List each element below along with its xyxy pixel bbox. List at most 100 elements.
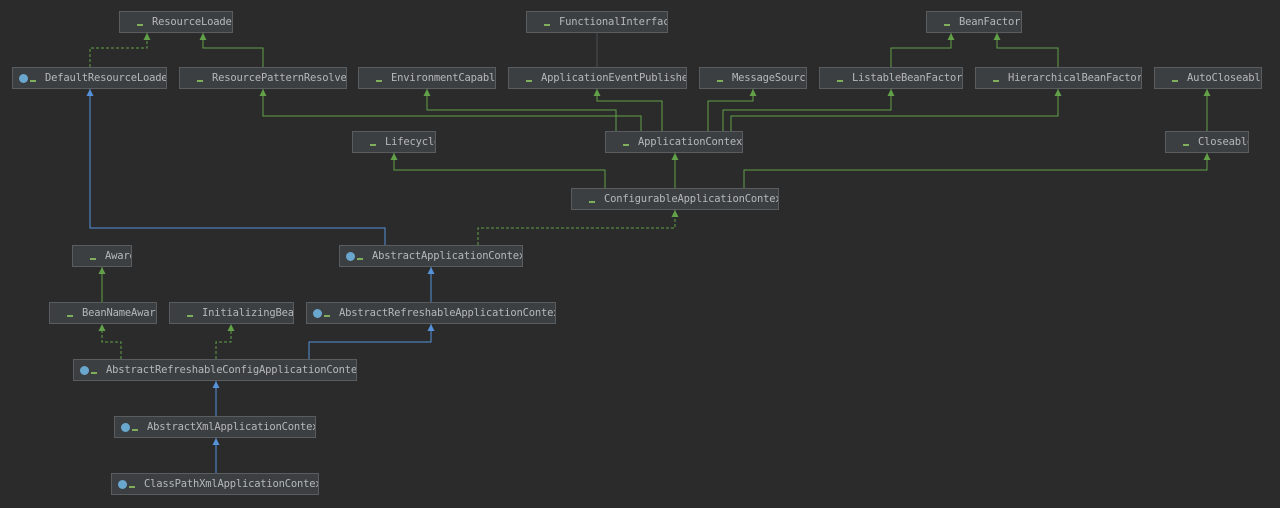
node-abstract-xml-application-context[interactable]: AbstractXmlApplicationContext: [114, 416, 316, 438]
class-icon: [80, 365, 89, 375]
node-label: AbstractRefreshableApplicationContext: [339, 307, 556, 319]
arrowhead: [671, 210, 679, 217]
edge-resource-pattern-resolver-to-resource-loader: [199, 33, 264, 67]
interface-icon: [533, 18, 542, 27]
visibility-icon: [944, 20, 950, 26]
arrowhead: [887, 89, 895, 96]
node-bean-name-aware[interactable]: BeanNameAware: [49, 302, 157, 324]
edge-application-context-to-environment-capable: [423, 89, 617, 131]
node-label: BeanNameAware: [82, 307, 157, 319]
arrowhead: [227, 324, 235, 331]
edge-configurable-application-context-to-closeable: [743, 153, 1211, 188]
interface-icon: [365, 74, 374, 83]
visibility-icon: [187, 311, 193, 317]
node-lifecycle[interactable]: Lifecycle: [352, 131, 436, 153]
node-resource-pattern-resolver[interactable]: ResourcePatternResolver: [179, 67, 347, 89]
node-listable-bean-factory[interactable]: ListableBeanFactory: [819, 67, 963, 89]
arrowhead: [212, 381, 220, 388]
node-label: Aware: [105, 250, 131, 262]
arrowhead: [427, 267, 435, 274]
interface-icon: [359, 138, 368, 147]
node-abstract-refreshable-config-application-context[interactable]: AbstractRefreshableConfigApplicationCont…: [73, 359, 357, 381]
arrowhead: [1203, 89, 1211, 96]
arrowhead: [1203, 153, 1211, 160]
node-resource-loader[interactable]: ResourceLoader: [119, 11, 233, 33]
visibility-icon: [589, 197, 595, 203]
node-label: ApplicationContext: [638, 136, 743, 148]
node-auto-closeable[interactable]: AutoCloseable: [1154, 67, 1262, 89]
interface-icon: [933, 18, 942, 27]
node-label: AutoCloseable: [1187, 72, 1262, 84]
visibility-icon: [1183, 140, 1189, 146]
node-label: DefaultResourceLoader: [45, 72, 167, 84]
interface-icon: [56, 309, 65, 318]
node-label: AbstractApplicationContext: [372, 250, 523, 262]
node-application-context[interactable]: ApplicationContext: [605, 131, 743, 153]
arrowhead: [1054, 89, 1062, 96]
arrowhead: [749, 89, 757, 96]
interface-icon: [612, 138, 621, 147]
edge-application-context-to-hierarchical-bean-factory: [730, 89, 1062, 131]
edge-bean-name-aware-to-aware: [98, 267, 106, 302]
visibility-icon: [717, 76, 723, 82]
node-label: ClassPathXmlApplicationContext: [144, 478, 319, 490]
node-label: Lifecycle: [385, 136, 436, 148]
arrowhead: [671, 153, 679, 160]
node-abstract-refreshable-application-context[interactable]: AbstractRefreshableApplicationContext: [306, 302, 556, 324]
visibility-icon: [993, 76, 999, 82]
node-label: ResourceLoader: [152, 16, 233, 28]
node-hierarchical-bean-factory[interactable]: HierarchicalBeanFactory: [975, 67, 1142, 89]
node-label: FunctionalInterface: [559, 16, 668, 28]
visibility-icon: [137, 20, 143, 26]
edge-listable-bean-factory-to-bean-factory: [890, 33, 955, 67]
visibility-icon: [67, 311, 73, 317]
visibility-icon: [370, 140, 376, 146]
node-initializing-bean[interactable]: InitializingBean: [169, 302, 294, 324]
interface-icon: [578, 195, 587, 204]
edge-application-context-to-application-event-publisher: [593, 89, 663, 131]
node-aware[interactable]: Aware: [72, 245, 132, 267]
class-icon: [118, 479, 127, 489]
node-label: ResourcePatternResolver: [212, 72, 347, 84]
visibility-icon: [526, 76, 532, 82]
node-environment-capable[interactable]: EnvironmentCapable: [358, 67, 496, 89]
edge-configurable-application-context-to-application-context: [671, 153, 679, 188]
node-message-source[interactable]: MessageSource: [699, 67, 807, 89]
edge-hierarchical-bean-factory-to-bean-factory: [993, 33, 1059, 67]
arrowhead: [199, 33, 207, 40]
visibility-icon: [91, 368, 97, 374]
node-label: HierarchicalBeanFactory: [1008, 72, 1142, 84]
node-bean-factory[interactable]: BeanFactory: [926, 11, 1022, 33]
edge-abstract-refreshable-config-application-context-to-abstract-refreshable-application-context: [308, 324, 435, 359]
arrowhead: [86, 89, 94, 96]
visibility-icon: [1172, 76, 1178, 82]
node-functional-interface[interactable]: FunctionalInterface: [526, 11, 668, 33]
interface-icon: [826, 74, 835, 83]
arrowhead: [423, 89, 431, 96]
arrowhead: [259, 89, 267, 96]
interface-icon: [79, 252, 88, 261]
node-application-event-publisher[interactable]: ApplicationEventPublisher: [508, 67, 687, 89]
edge-application-context-to-listable-bean-factory: [722, 89, 895, 131]
arrowhead: [143, 33, 151, 40]
node-label: Closeable: [1198, 136, 1249, 148]
node-label: ListableBeanFactory: [852, 72, 963, 84]
edge-abstract-refreshable-config-application-context-to-initializing-bean: [215, 324, 235, 359]
node-abstract-application-context[interactable]: AbstractApplicationContext: [339, 245, 523, 267]
arrowhead: [98, 324, 106, 331]
edge-abstract-application-context-to-configurable-application-context: [477, 210, 679, 245]
edge-application-context-to-message-source: [707, 89, 757, 131]
visibility-icon: [544, 20, 550, 26]
visibility-icon: [30, 76, 36, 82]
node-closeable[interactable]: Closeable: [1165, 131, 1249, 153]
node-default-resource-loader[interactable]: DefaultResourceLoader: [12, 67, 167, 89]
edge-default-resource-loader-to-resource-loader: [89, 33, 151, 67]
interface-icon: [706, 74, 715, 83]
interface-icon: [982, 74, 991, 83]
edge-abstract-refreshable-application-context-to-abstract-application-context: [427, 267, 435, 302]
visibility-icon: [132, 425, 138, 431]
node-configurable-application-context[interactable]: ConfigurableApplicationContext: [571, 188, 779, 210]
node-label: ApplicationEventPublisher: [541, 72, 687, 84]
node-class-path-xml-application-context[interactable]: ClassPathXmlApplicationContext: [111, 473, 319, 495]
